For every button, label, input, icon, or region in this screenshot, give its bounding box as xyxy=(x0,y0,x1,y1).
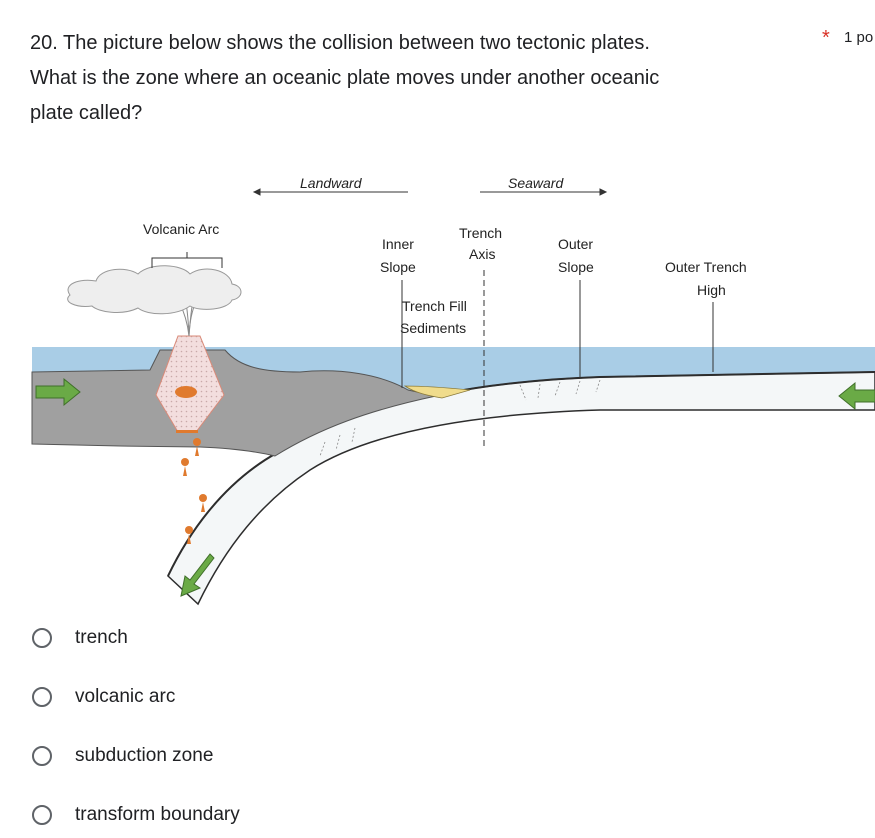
option-label: subduction zone xyxy=(75,745,214,766)
slab-faults xyxy=(319,379,601,457)
outer-trench-high-label-1: Outer Trench xyxy=(665,259,747,275)
question-line-3: plate called? xyxy=(30,102,143,124)
trench-axis-label-1: Trench xyxy=(459,225,502,241)
trench-sediments xyxy=(403,385,471,399)
volcanic-arc-bracket xyxy=(151,252,223,268)
diagram-svg: Landward Seaward Volcanic Arc Inner Slop… xyxy=(31,175,875,606)
required-asterisk: * xyxy=(822,27,830,49)
option-label: volcanic arc xyxy=(75,686,176,707)
inner-slope-label-1: Inner xyxy=(382,236,414,252)
question-line-1: 20. The picture below shows the collisio… xyxy=(30,32,650,54)
outer-trench-high-label-2: High xyxy=(697,282,726,298)
radio-button[interactable] xyxy=(32,628,52,648)
question-line-2: What is the zone where an oceanic plate … xyxy=(30,67,660,89)
volcanic-arc-label: Volcanic Arc xyxy=(143,221,219,237)
inner-slope-label-2: Slope xyxy=(380,259,416,275)
right-plate-arrow-icon xyxy=(838,381,875,411)
slab-arrow-icon xyxy=(180,553,215,597)
points-label: 1 po xyxy=(844,29,874,46)
landward-label: Landward xyxy=(300,175,363,191)
left-plate-arrow-icon xyxy=(35,377,81,407)
trench-axis-label-2: Axis xyxy=(469,246,495,262)
trench-fill-label-2: Sediments xyxy=(400,320,466,336)
option-label: trench xyxy=(75,627,128,648)
radio-button[interactable] xyxy=(32,746,52,766)
option-volcanic-arc[interactable]: volcanic arc xyxy=(30,679,430,715)
landward-arrow-icon xyxy=(252,188,408,196)
outer-slope-label-1: Outer xyxy=(558,236,593,252)
option-subduction-zone[interactable]: subduction zone xyxy=(30,738,430,774)
trench-fill-label-1: Trench Fill xyxy=(402,298,467,314)
option-transform-boundary[interactable]: transform boundary xyxy=(30,797,430,833)
outer-slope-label-2: Slope xyxy=(558,259,594,275)
option-trench[interactable]: trench xyxy=(30,620,430,656)
seaward-arrow-icon xyxy=(480,188,608,196)
question-title: 20. The picture below shows the collisio… xyxy=(30,26,790,131)
ash-cloud xyxy=(67,265,242,315)
magma-droplets xyxy=(181,438,207,544)
magma-bar xyxy=(176,430,198,433)
tectonic-diagram: Landward Seaward Volcanic Arc Inner Slop… xyxy=(0,160,875,610)
seaward-label: Seaward xyxy=(508,175,564,191)
option-label: transform boundary xyxy=(75,804,240,825)
magma-chamber-icon xyxy=(175,386,197,398)
radio-button[interactable] xyxy=(32,687,52,707)
radio-button[interactable] xyxy=(32,805,52,825)
